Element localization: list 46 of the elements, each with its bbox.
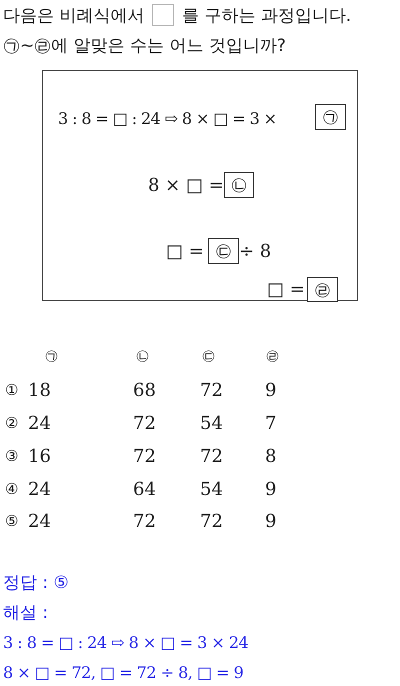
table-value: 72 <box>200 448 223 466</box>
column-header: ㉠ <box>45 350 58 363</box>
column-header: ㉣ <box>266 350 279 363</box>
table-value: 72 <box>133 513 156 531</box>
table-value: 72 <box>200 382 223 400</box>
explanation-heading: 해설 : <box>3 605 48 622</box>
table-value: 24 <box>28 481 51 499</box>
table-value: 72 <box>200 513 223 531</box>
explanation-text: 3 : 8 = □ : 24 ⇨ 8 × □ = 3 × 24 <box>3 635 248 651</box>
table-value: 72 <box>133 415 156 433</box>
answer-box: ㉢ <box>208 238 239 264</box>
table-value: 9 <box>265 513 276 531</box>
answer-box: ㉠ <box>315 104 346 130</box>
table-value: 54 <box>200 481 223 499</box>
table-value: 24 <box>28 415 51 433</box>
table-value: 68 <box>133 382 156 400</box>
table-value: 8 <box>265 448 276 466</box>
table-value: 16 <box>28 448 51 466</box>
question-text: ㉠~㉣에 알맞은 수는 어느 것입니까? <box>3 38 286 55</box>
table-value: 54 <box>200 415 223 433</box>
problem-box <box>42 70 358 301</box>
answer-text: 정답 : ⑤ <box>3 575 69 592</box>
column-header: ㉢ <box>202 350 215 363</box>
table-value: 18 <box>28 382 51 400</box>
answer-box: ㉣ <box>307 277 338 302</box>
equation-text: 8 × □ = <box>148 177 224 195</box>
explanation-text: 8 × □ = 72, □ = 72 ÷ 8, □ = 9 <box>3 665 244 681</box>
question-text: 다음은 비례식에서 <box>3 8 144 25</box>
table-value: 24 <box>28 513 51 531</box>
choice-number: ② <box>5 416 18 431</box>
choice-number: ③ <box>5 449 18 464</box>
equation-text: ÷ 8 <box>239 243 272 261</box>
table-value: 9 <box>265 481 276 499</box>
equation-text: 3 : 8 = □ : 24 ⇨ 8 × □ = 3 × <box>58 111 276 127</box>
table-value: 9 <box>265 382 276 400</box>
choice-number: ④ <box>5 482 18 497</box>
question-text: 를 구하는 과정입니다. <box>182 8 352 25</box>
choice-number: ① <box>5 383 18 398</box>
equation-text: □ = <box>166 243 204 261</box>
answer-box: ㉡ <box>224 172 254 198</box>
column-header: ㉡ <box>136 350 149 363</box>
table-value: 64 <box>133 481 156 499</box>
choice-number: ⑤ <box>5 514 18 529</box>
equation-text: □ = <box>267 281 305 299</box>
table-value: 72 <box>133 448 156 466</box>
table-value: 7 <box>265 415 276 433</box>
